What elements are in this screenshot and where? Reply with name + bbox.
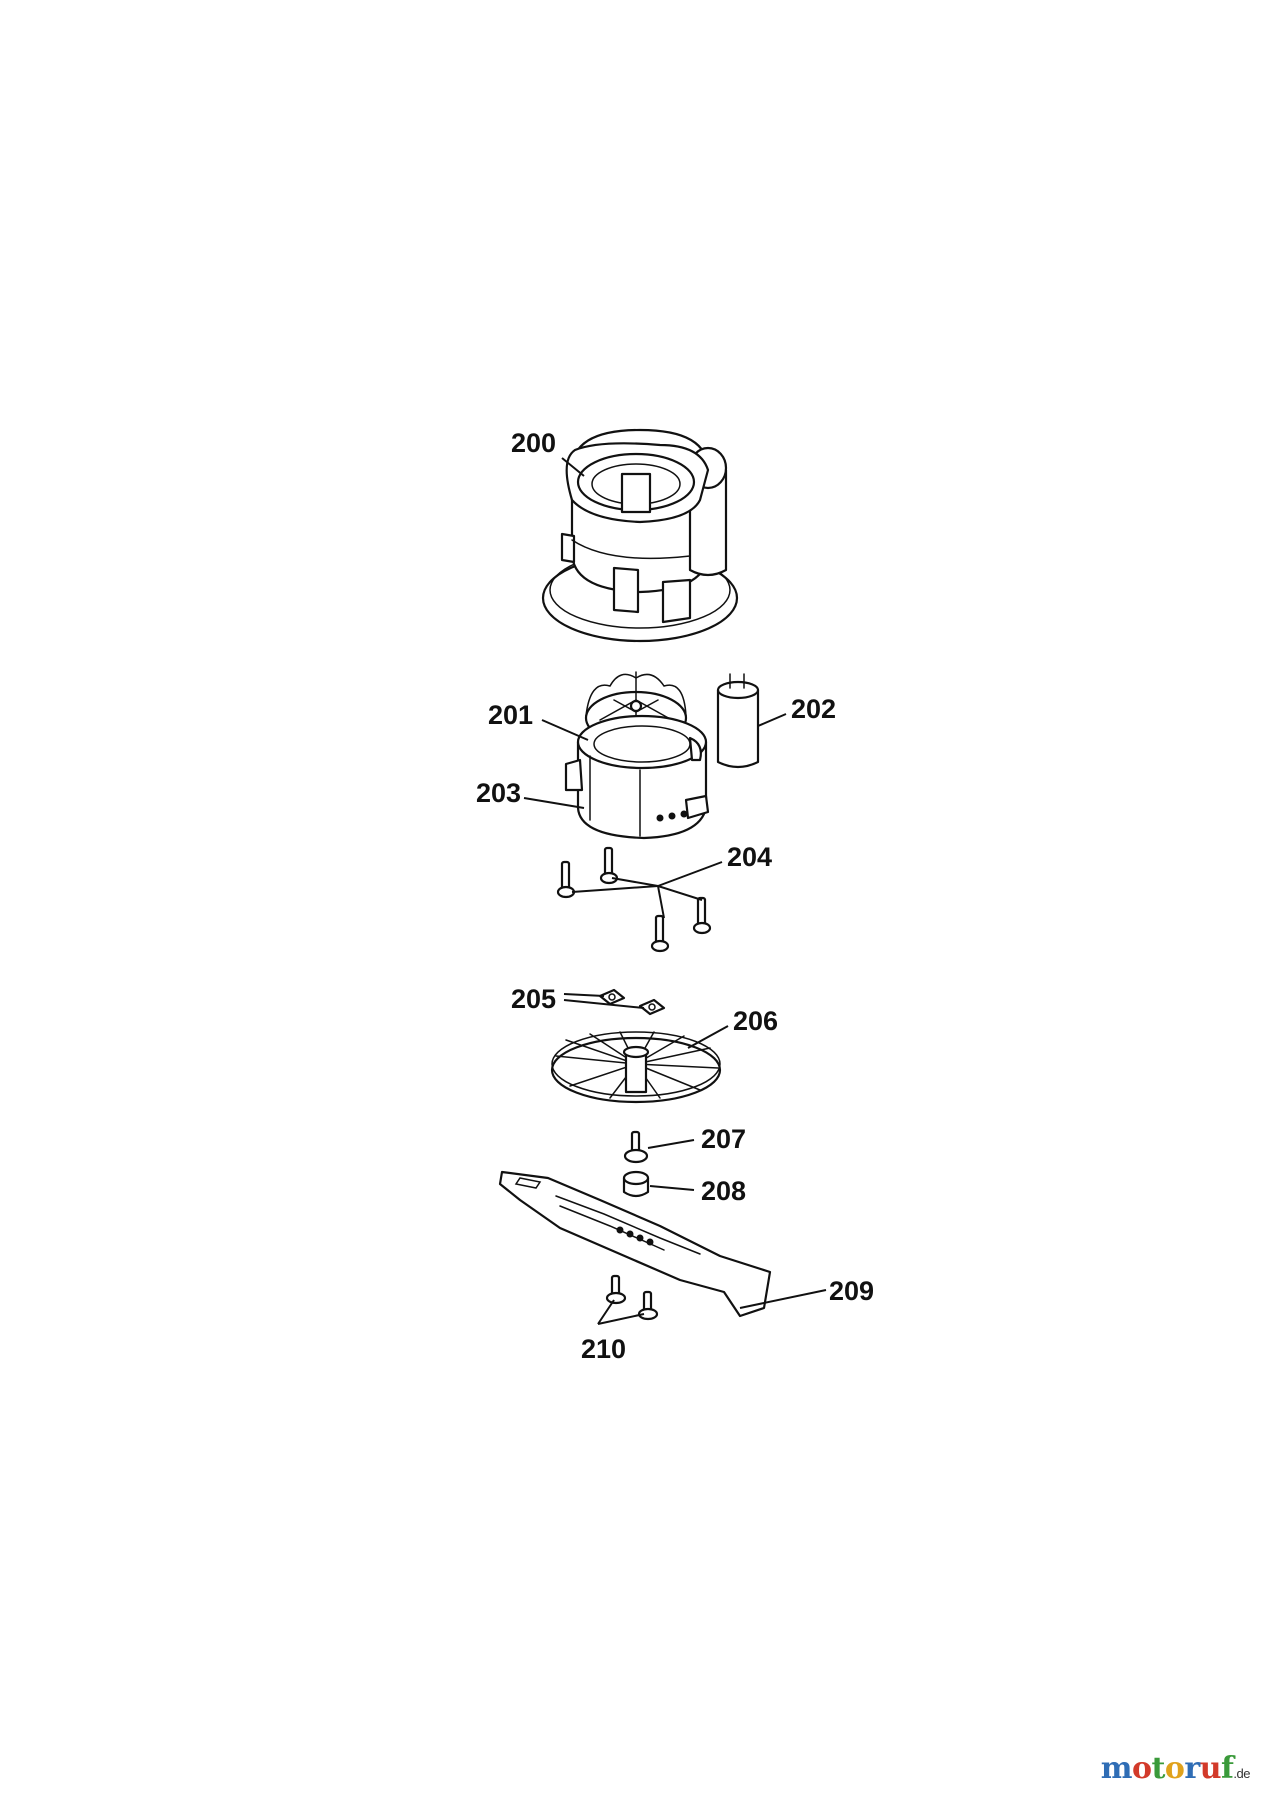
watermark-letter: m [1100, 1751, 1133, 1786]
motoruf-watermark-logo: motoruf.de [1101, 1751, 1251, 1786]
screws-204 [556, 846, 712, 953]
leader-lines [523, 457, 827, 1325]
label-205: 205 [511, 984, 557, 1014]
blade-screws-210 [605, 1274, 659, 1321]
watermark-letter: u [1199, 1751, 1222, 1786]
watermark-letter: f [1221, 1751, 1234, 1786]
label-208: 208 [701, 1176, 747, 1206]
label-200: 200 [511, 428, 557, 458]
nuts-205 [598, 988, 666, 1016]
motor-housing-200 [541, 428, 739, 643]
label-210: 210 [581, 1334, 627, 1364]
label-207: 207 [701, 1124, 747, 1154]
label-204: 204 [727, 842, 773, 872]
blade-209 [498, 1170, 772, 1318]
watermark-letter: o [1132, 1751, 1152, 1786]
label-206: 206 [733, 1006, 779, 1036]
spacer-208 [622, 1170, 650, 1198]
watermark-letter: t [1151, 1751, 1166, 1786]
label-201: 201 [488, 700, 534, 730]
bolt-207 [623, 1130, 649, 1164]
watermark-letter: r [1184, 1751, 1200, 1786]
label-203: 203 [476, 778, 522, 808]
watermark-letter: o [1164, 1751, 1185, 1786]
watermark-letters: motoruf [1101, 1751, 1234, 1786]
stator-203 [564, 714, 710, 840]
fan-206 [550, 1031, 722, 1104]
watermark-suffix: .de [1233, 1766, 1250, 1781]
capacitor-202 [716, 673, 760, 769]
label-209: 209 [829, 1276, 875, 1306]
label-202: 202 [791, 694, 837, 724]
